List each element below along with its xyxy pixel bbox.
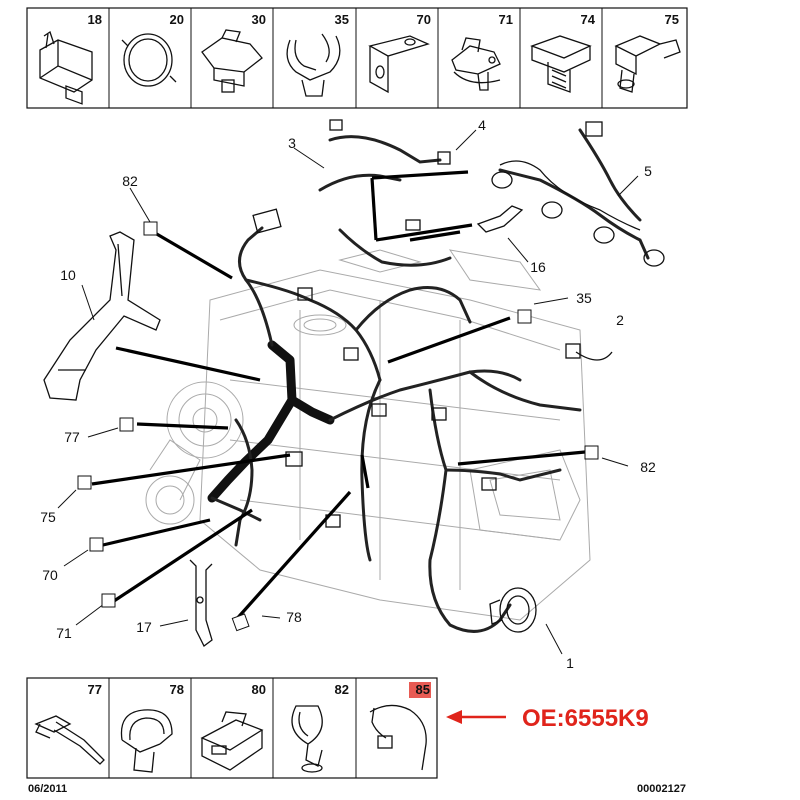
engine-block-outline xyxy=(145,249,591,621)
callout-71: 71 xyxy=(56,625,72,641)
top-part-number: 30 xyxy=(252,12,266,27)
harness-branch-10 xyxy=(43,231,161,401)
callout-70: 70 xyxy=(42,567,58,583)
bottom-part-number: 80 xyxy=(252,682,266,697)
callout-17: 17 xyxy=(136,619,152,635)
tie-clip-icon xyxy=(530,35,592,93)
arrow-left-icon xyxy=(446,710,462,724)
callout-82-right: 82 xyxy=(640,459,656,475)
bracket-17 xyxy=(189,559,213,647)
injector-connector-rail xyxy=(491,121,665,267)
wiring-harness xyxy=(43,119,665,647)
bottom-part-number: 78 xyxy=(170,682,184,697)
top-part-number: 18 xyxy=(88,12,102,27)
top-part-number: 71 xyxy=(499,12,513,27)
bulkhead-connector xyxy=(489,587,537,633)
push-clip-icon xyxy=(614,35,681,93)
highlight-mark xyxy=(409,682,431,698)
top-part-number: 75 xyxy=(665,12,679,27)
top-parts-strip: 18 20 30 35 70 71 74 75 xyxy=(26,7,688,109)
callout-4: 4 xyxy=(478,117,486,133)
sensor-wire-icon xyxy=(369,704,427,771)
callout-82-top: 82 xyxy=(122,173,138,189)
harness-clip-icon xyxy=(201,29,263,93)
double-clip-icon xyxy=(286,33,341,97)
mounting-bracket-icon xyxy=(368,35,430,94)
callout-2: 2 xyxy=(616,312,624,328)
bottom-parts-strip: 77 78 80 82 85 xyxy=(26,677,438,779)
footer-date: 06/2011 xyxy=(28,783,67,795)
callout-leaders xyxy=(57,129,639,655)
callout-35: 35 xyxy=(576,290,592,306)
connector-plug-icon xyxy=(39,30,93,105)
callout-75: 75 xyxy=(40,509,56,525)
top-part-number: 20 xyxy=(170,12,184,27)
cable-tie-icon xyxy=(34,715,105,765)
top-part-number: 74 xyxy=(581,12,596,27)
callout-78: 78 xyxy=(286,609,302,625)
top-part-number: 70 xyxy=(417,12,431,27)
callout-16: 16 xyxy=(530,259,546,275)
bottom-part-number: 82 xyxy=(335,682,349,697)
loop-clip-icon xyxy=(291,705,323,773)
footer-code: 00002127 xyxy=(637,783,686,795)
snap-clip-icon xyxy=(451,37,501,91)
connector-clip-icon xyxy=(200,711,264,771)
harness-clamp-icon xyxy=(120,709,173,773)
bracket-16 xyxy=(476,205,524,233)
bottom-part-number: 85 xyxy=(416,682,430,697)
callout-3: 3 xyxy=(288,135,296,151)
oe-annotation: OE:6555K9 xyxy=(446,705,649,732)
callout-numbers: 82 10 77 75 70 71 17 78 3 4 5 16 35 2 82… xyxy=(40,117,656,671)
callout-5: 5 xyxy=(644,163,652,179)
top-part-number: 35 xyxy=(335,12,349,27)
callout-1: 1 xyxy=(566,655,574,671)
bottom-part-number: 77 xyxy=(88,682,102,697)
callout-10: 10 xyxy=(60,267,76,283)
ring-clamp-icon xyxy=(121,33,177,87)
callout-77: 77 xyxy=(64,429,80,445)
oe-number-label: OE:6555K9 xyxy=(522,705,649,732)
